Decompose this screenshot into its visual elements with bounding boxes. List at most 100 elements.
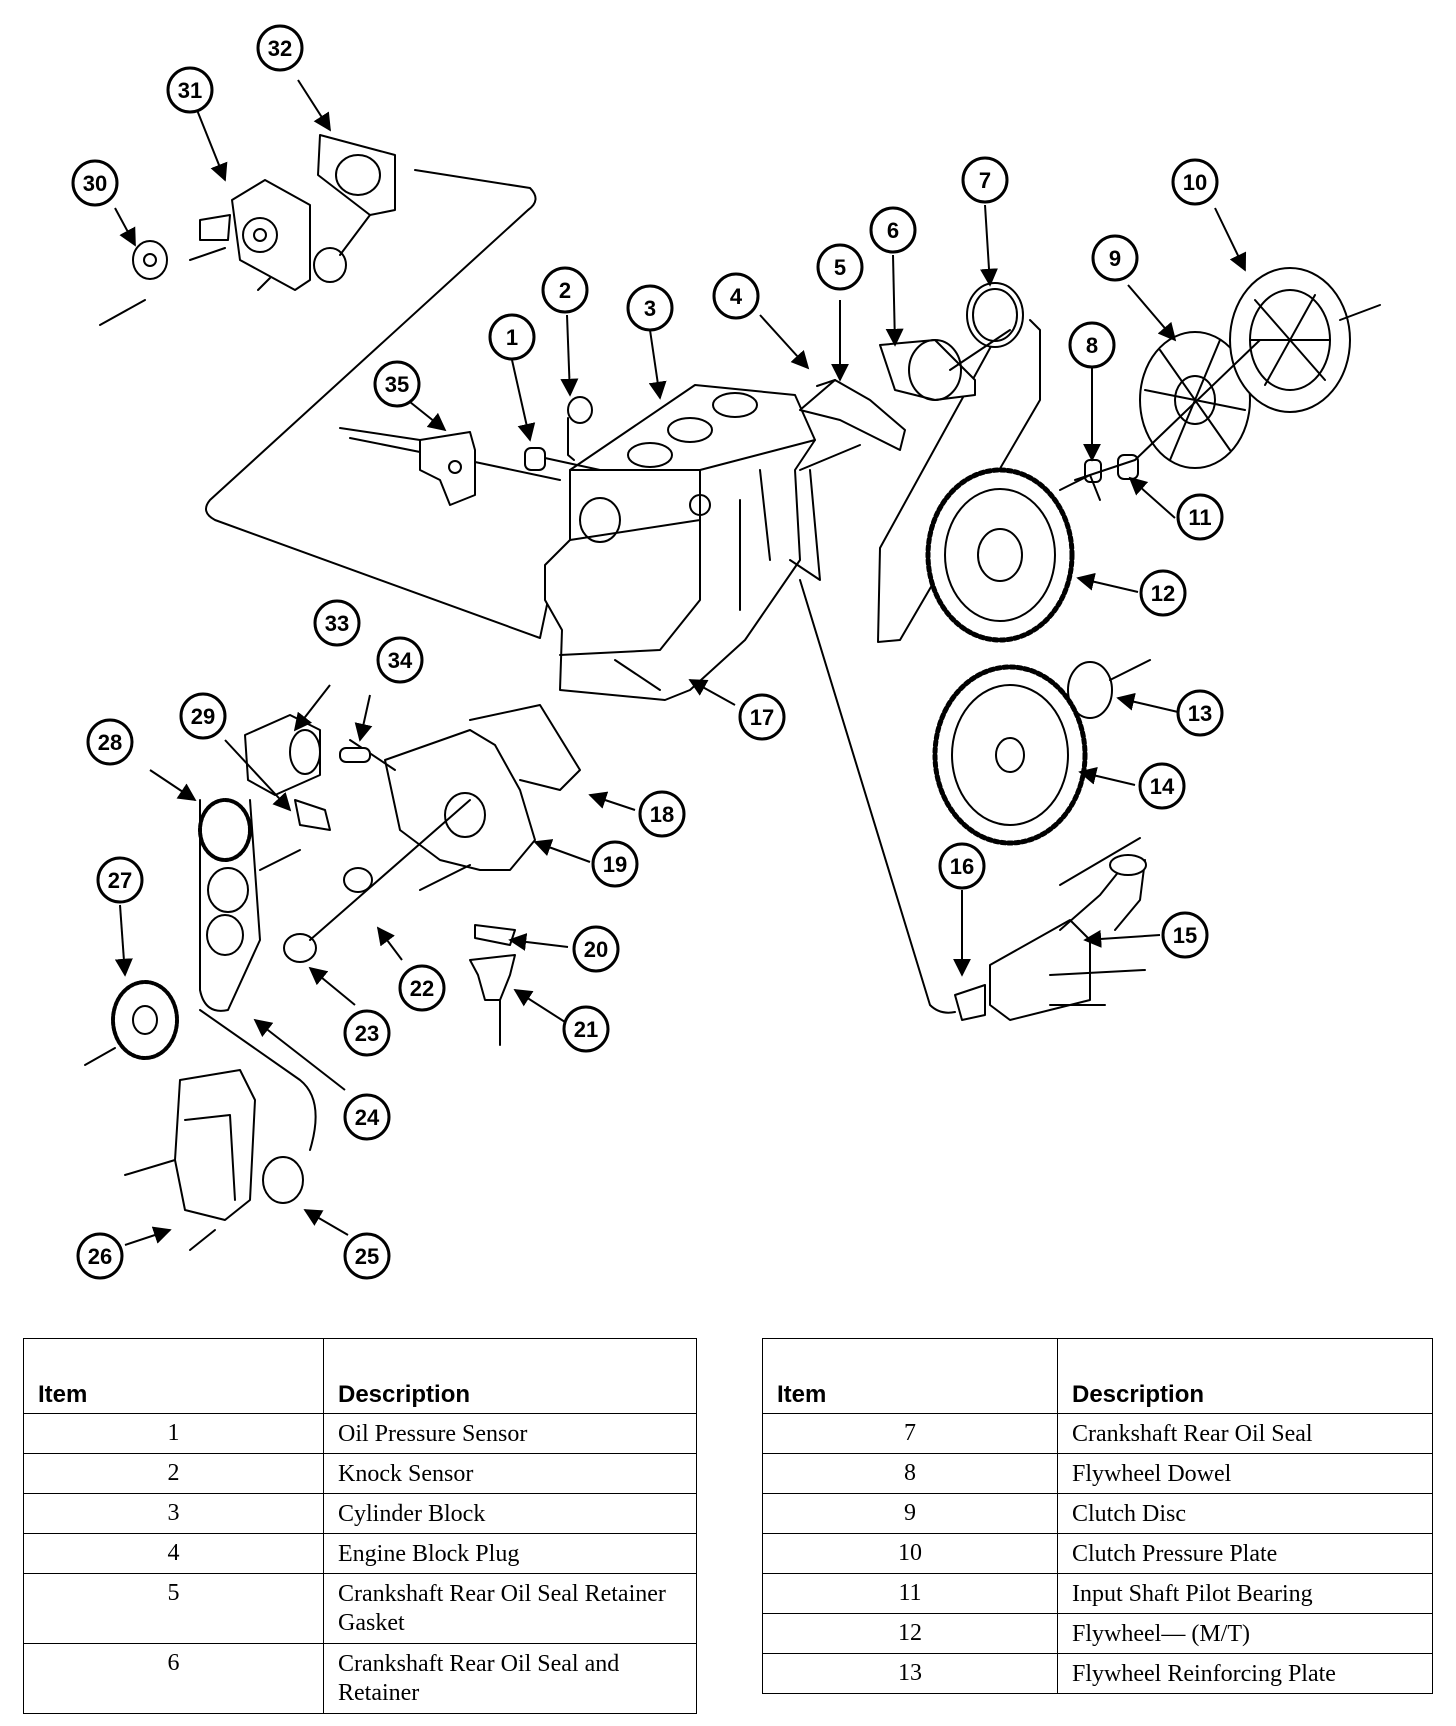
callout-33: 33 — [313, 599, 361, 647]
item-number: 11 — [762, 1573, 1058, 1614]
callout-25: 25 — [343, 1232, 391, 1280]
callout-label: 2 — [559, 278, 571, 303]
item-description: Knock Sensor — [323, 1453, 697, 1494]
knock-sensor — [567, 396, 593, 461]
rear-seal-group — [799, 282, 1024, 471]
callout-23: 23 — [343, 1009, 391, 1057]
column-header-item: Item — [762, 1338, 1058, 1414]
callout-label: 30 — [83, 171, 107, 196]
callout-19: 19 — [591, 840, 639, 888]
item-description: Crankshaft Rear Oil Seal — [1057, 1413, 1433, 1454]
callout-label: 5 — [834, 255, 846, 280]
callout-8: 8 — [1068, 321, 1116, 369]
item-description: Flywheel— (M/T) — [1057, 1613, 1433, 1654]
callout-label: 15 — [1173, 923, 1197, 948]
callout-13: 13 — [1176, 689, 1224, 737]
callout-label: 10 — [1183, 170, 1207, 195]
callout-label: 19 — [603, 852, 627, 877]
oil-pressure-sensor — [524, 447, 601, 471]
table-header-row: Item Description — [762, 1338, 1433, 1414]
callout-label: 20 — [584, 937, 608, 962]
callout-label: 13 — [1188, 701, 1212, 726]
item-description: Crankshaft Rear Oil Seal Retainer Gasket — [323, 1573, 697, 1644]
item-number: 3 — [23, 1493, 324, 1534]
callout-label: 27 — [108, 868, 132, 893]
item-description: Oil Pressure Sensor — [323, 1413, 697, 1454]
callout-label: 8 — [1086, 333, 1098, 358]
callout-22: 22 — [398, 964, 446, 1012]
callout-4: 4 — [712, 272, 760, 320]
callout-11: 11 — [1176, 493, 1224, 541]
callout-label: 24 — [355, 1105, 380, 1130]
callout-20: 20 — [572, 925, 620, 973]
callout-label: 28 — [98, 730, 122, 755]
item-description: Clutch Pressure Plate — [1057, 1533, 1433, 1574]
callout-26: 26 — [76, 1232, 124, 1280]
callout-3: 3 — [626, 284, 674, 332]
item-number: 7 — [762, 1413, 1058, 1454]
callout-label: 18 — [650, 802, 674, 827]
callout-28: 28 — [86, 718, 134, 766]
callout-10: 10 — [1171, 158, 1219, 206]
timing-idler-assembly — [99, 134, 396, 326]
callout-label: 9 — [1109, 246, 1121, 271]
callout-label: 3 — [644, 296, 656, 321]
callout-30: 30 — [71, 159, 119, 207]
item-number: 13 — [762, 1653, 1058, 1694]
item-number: 6 — [23, 1643, 324, 1714]
item-description: Engine Block Plug — [323, 1533, 697, 1574]
item-description: Flywheel Dowel — [1057, 1453, 1433, 1494]
callout-label: 11 — [1188, 505, 1211, 530]
callout-17: 17 — [738, 693, 786, 741]
timing-cover-group — [124, 1009, 317, 1251]
item-number: 2 — [23, 1453, 324, 1494]
item-description: Crankshaft Rear Oil Seal and Retainer — [323, 1643, 697, 1714]
callout-1: 1 — [488, 313, 536, 361]
callout-18: 18 — [638, 790, 686, 838]
item-number: 8 — [762, 1453, 1058, 1494]
sensor-35 — [339, 427, 561, 506]
callout-29: 29 — [179, 692, 227, 740]
callout-7: 7 — [961, 156, 1009, 204]
callout-label: 29 — [191, 704, 215, 729]
table-header-row: Item Description — [23, 1338, 697, 1414]
column-header-description: Description — [1057, 1338, 1433, 1414]
callout-2: 2 — [541, 266, 589, 314]
callout-32: 32 — [256, 24, 304, 72]
exploded-engine-diagram: 1 2 3 4 5 6 7 8 9 10 11 12 13 14 15 16 1… — [71, 24, 1381, 1280]
item-description: Input Shaft Pilot Bearing — [1057, 1573, 1433, 1614]
oil-pickup-group — [954, 837, 1147, 1021]
callout-21: 21 — [562, 1005, 610, 1053]
item-description: Clutch Disc — [1057, 1493, 1433, 1534]
item-number: 10 — [762, 1533, 1058, 1574]
callout-label: 4 — [730, 284, 743, 309]
callout-16: 16 — [938, 842, 986, 890]
cylinder-block — [544, 384, 821, 701]
oil-pan-line — [799, 579, 956, 1014]
item-description: Flywheel Reinforcing Plate — [1057, 1653, 1433, 1694]
callout-27: 27 — [96, 856, 144, 904]
callout-label: 32 — [268, 36, 292, 61]
callout-12: 12 — [1139, 569, 1187, 617]
callout-label: 33 — [325, 611, 349, 636]
callout-label: 7 — [979, 168, 991, 193]
callout-label: 35 — [385, 372, 409, 397]
oil-filter-group — [244, 714, 371, 796]
assembly-outline — [205, 169, 549, 639]
callout-35: 35 — [373, 360, 421, 408]
callout-9: 9 — [1091, 234, 1139, 282]
item-description: Cylinder Block — [323, 1493, 697, 1534]
